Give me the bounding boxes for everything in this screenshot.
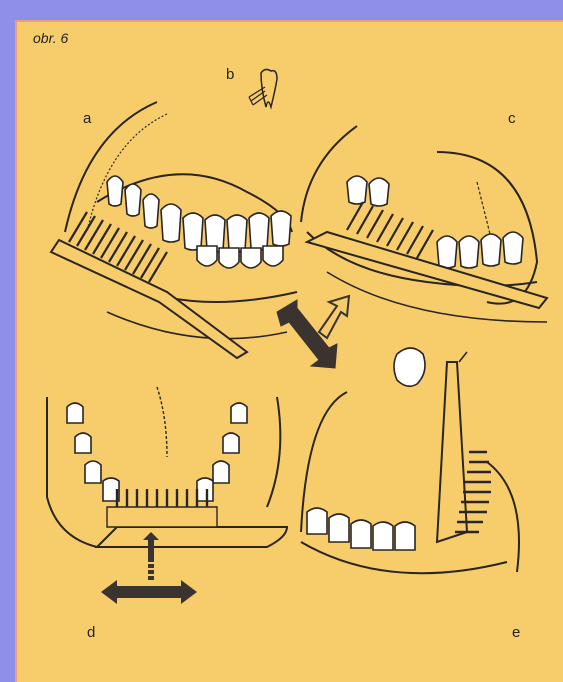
- label-d: d: [87, 624, 95, 641]
- figure-panel: obr. 6 b a c d e: [15, 20, 563, 682]
- movement-arrow-cross: [97, 532, 197, 612]
- label-b: b: [226, 66, 234, 83]
- figure-title: obr. 6: [33, 30, 68, 46]
- illustration-e-brushing-inner: [287, 342, 537, 622]
- label-e: e: [512, 624, 520, 641]
